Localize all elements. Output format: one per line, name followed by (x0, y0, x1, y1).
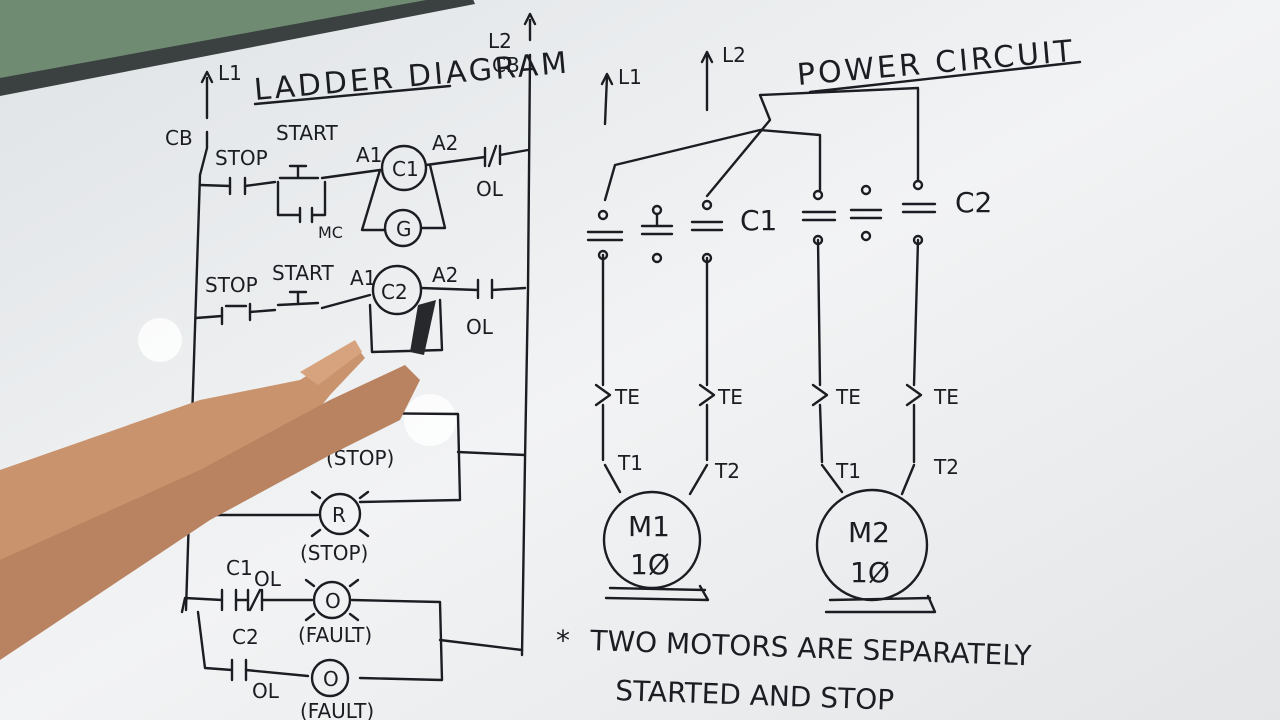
ladder-cb-right: CB (492, 53, 520, 77)
rung1-lamp-label: G (396, 217, 412, 241)
glare-spot (138, 318, 182, 362)
fault2-lamp-letter: O (323, 667, 339, 691)
rung1-ol-contact (424, 144, 530, 168)
lamp-r-rays (310, 490, 370, 538)
rung2-coil-c2 (371, 264, 423, 316)
fault1-label: (FAULT) (298, 623, 372, 647)
power-line-feeds (603, 54, 709, 126)
presenter-hands (0, 340, 420, 660)
marker-pen (410, 300, 436, 355)
rung1-coil-label: C1 (392, 157, 419, 181)
thermal-elements (594, 383, 923, 407)
lamp-r-label: (STOP) (300, 541, 368, 565)
power-line-arrows (600, 50, 714, 86)
fault2-c2-label: C2 (232, 625, 259, 649)
rung2-a1-label: A1 (350, 266, 376, 290)
m1-leads (603, 463, 709, 496)
rung1-stop-label: STOP (215, 146, 268, 170)
fault1-lamp (312, 580, 352, 620)
rung2-start-label: START (272, 261, 334, 285)
fault1-lamp-letter: O (325, 589, 341, 613)
fault1-c1-label: C1 (226, 556, 253, 580)
fault2-contacts (230, 658, 248, 682)
ladder-l2-label: L2 (488, 29, 512, 53)
rung2-start-button (276, 290, 320, 307)
whiteboard-frame (0, 0, 475, 96)
c2-label: C2 (955, 186, 992, 219)
power-cross-wiring (603, 86, 920, 202)
rung2-stop-label: STOP (205, 273, 258, 297)
lamp-r-letter: R (332, 503, 346, 527)
m1-t2-label: T2 (714, 459, 740, 483)
rung1-start-button (278, 164, 320, 180)
m2-leads (820, 463, 916, 496)
rung2-stop-contact (220, 302, 252, 326)
fault1-wire (180, 596, 444, 682)
rung1-stop-contact (228, 176, 247, 196)
rung1-a1-label: A1 (356, 143, 382, 167)
ladder-right-rail (520, 18, 532, 657)
rung2-a2-label: A2 (432, 263, 458, 287)
te-label-2: TE (717, 385, 743, 409)
lamp-r (318, 492, 362, 536)
fault2-wire (196, 610, 524, 678)
ladder-l2-arrow (523, 12, 537, 26)
ladder-l1-label: L1 (218, 61, 242, 85)
m2-t1-label: T1 (835, 459, 861, 483)
rung1-mc-contact (276, 180, 327, 224)
rung2-lamp-wire (368, 298, 444, 354)
m2-phase: 1Ø (850, 556, 890, 589)
power-feeders (601, 238, 920, 464)
c1-label: C1 (740, 204, 777, 237)
m1-phase: 1Ø (630, 548, 670, 581)
glare-spot-2 (404, 394, 456, 446)
te-label-3: TE (835, 385, 861, 409)
rung2-ol-label: OL (466, 315, 494, 339)
te-label-1: TE (614, 385, 640, 409)
m2-t2-label: T2 (933, 455, 959, 479)
rung1-a2-label: A2 (432, 131, 458, 155)
m2-name: M2 (848, 516, 890, 549)
fault2-label: (FAULT) (300, 699, 374, 720)
m1-name: M1 (628, 510, 670, 543)
rung2-coil-label: C2 (381, 280, 408, 304)
rung1-start-label: START (276, 121, 338, 145)
fault2-lamp (310, 658, 350, 698)
m1-base (604, 584, 710, 602)
m1-t1-label: T1 (617, 451, 643, 475)
m2-base (824, 594, 937, 614)
power-title-underline (808, 60, 1082, 94)
rung1-lamp-wire (360, 163, 447, 232)
rung1-ol-label: OL (476, 177, 504, 201)
rung2-ol-contact (419, 278, 527, 300)
te-label-4: TE (933, 385, 959, 409)
rung1-coil-c1 (380, 144, 428, 192)
rung2-wire (194, 293, 372, 320)
ladder-cb-left: CB (165, 126, 193, 150)
note-star: * (556, 624, 570, 657)
rung1-wire (198, 168, 382, 188)
fault1-lamp-rays (304, 578, 360, 622)
fault1-contacts (220, 588, 264, 612)
rung1-mc-label: MC (318, 223, 343, 242)
fault2-ol-label: OL (252, 679, 280, 703)
ladder-l1-arrow (200, 70, 214, 84)
power-l1-label: L1 (618, 65, 642, 89)
ladder-title-underline (253, 84, 452, 106)
c1-contacts (586, 199, 724, 264)
fault1-ol-label: OL (254, 567, 282, 591)
power-l2-label: L2 (722, 43, 746, 67)
